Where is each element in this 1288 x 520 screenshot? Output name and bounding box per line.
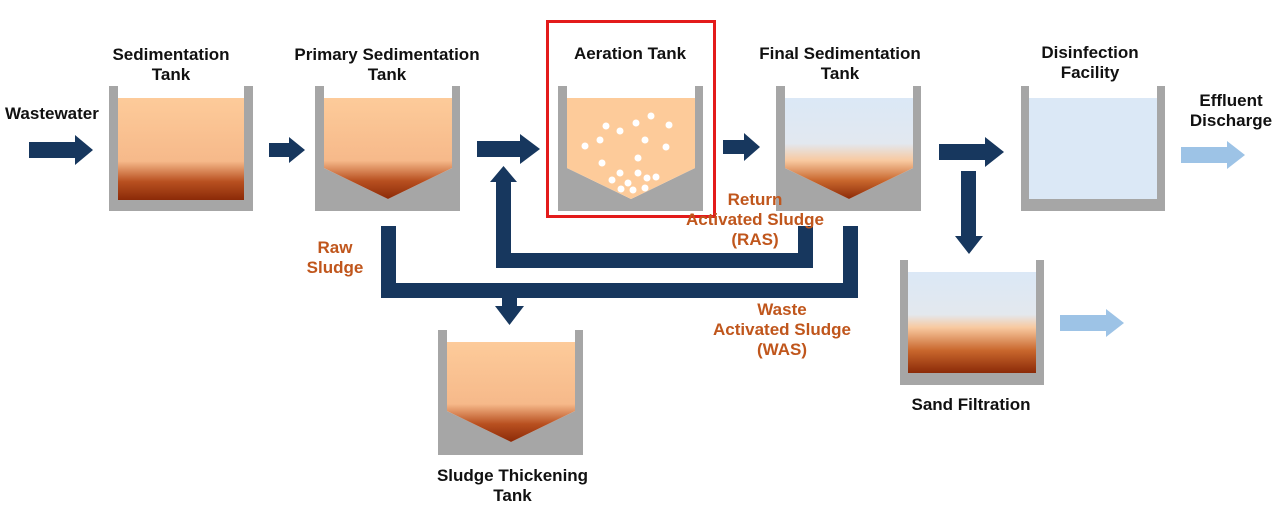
ras-pipe-horizontal: [496, 253, 813, 268]
arrow-down-to-sand-filtration: [955, 171, 983, 254]
thickening-pipe-vertical: [502, 283, 517, 308]
arrow-sand-filtration-out: [1060, 309, 1124, 337]
primary-sedimentation-tank: [315, 86, 460, 211]
sludge-thickening-tank: [438, 330, 583, 455]
sludge-pipe-horizontal: [381, 283, 858, 298]
arrow-to-sludge-thickening: [495, 306, 524, 325]
raw-sludge-pipe-vertical: [381, 226, 396, 298]
aeration-tank-highlight: [546, 20, 716, 218]
sand-filtration-tank-contents: [908, 272, 1036, 373]
final-sedimentation-tank-contents: [785, 98, 913, 199]
arrow-to-disinfection: [939, 137, 1004, 167]
arrow-to-primary-sedimentation: [269, 137, 305, 163]
primary-sedimentation-tank-wall: [315, 86, 460, 211]
arrow-wastewater-in: [29, 135, 93, 165]
final-sedimentation-tank: [776, 86, 921, 211]
label-wastewater: Wastewater: [5, 104, 99, 123]
sedimentation-tank: [109, 86, 253, 211]
sludge-thickening-tank-contents: [447, 342, 575, 442]
sedimentation-tank-contents: [118, 98, 244, 200]
arrow-to-aeration-tank: [477, 134, 540, 164]
aeration-tank-contents: [567, 98, 695, 199]
ras-pipe-vertical-up: [496, 181, 511, 268]
final-sedimentation-tank-wall: [776, 86, 921, 211]
sand-filtration-tank: [900, 260, 1044, 385]
sludge-thickening-tank-wall: [438, 330, 583, 455]
label-sand-filtration: Sand Filtration: [911, 395, 1031, 414]
was-pipe-vertical: [843, 226, 858, 298]
aeration-tank-wall: [558, 86, 703, 211]
arrow-to-final-sedimentation: [723, 133, 760, 161]
disinfection-facility: [1021, 86, 1165, 211]
aeration-tank: [558, 86, 703, 211]
ras-arrowhead: [490, 166, 517, 182]
label-aeration-tank: Aeration Tank: [573, 44, 687, 63]
disinfection-facility-contents: [1029, 98, 1157, 199]
air-bubbles: [581, 112, 673, 194]
arrow-effluent-discharge: [1181, 141, 1245, 169]
primary-sedimentation-tank-contents: [324, 98, 452, 199]
